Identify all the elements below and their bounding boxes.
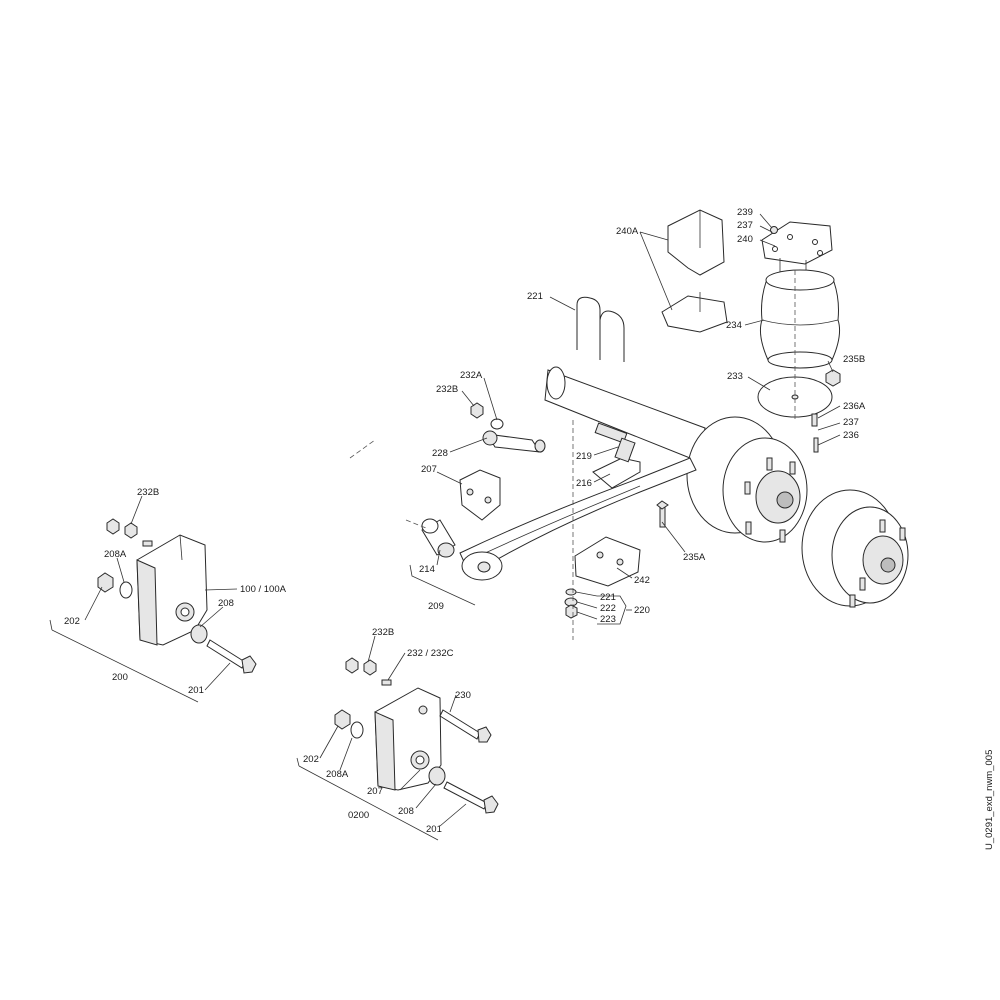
label-209: 209 — [428, 601, 444, 612]
bracket-207-center — [459, 469, 501, 521]
leaf-spring — [459, 457, 697, 581]
bracket-240a-lower — [661, 292, 728, 333]
label-236a: 236A — [843, 401, 866, 412]
label-232a: 232A — [460, 370, 483, 381]
label-234: 234 — [726, 320, 742, 331]
bolt-235a — [656, 500, 669, 528]
bolt-201-left — [190, 624, 257, 674]
label-201-center: 201 — [426, 824, 442, 835]
label-237-bottom: 237 — [843, 417, 859, 428]
callout-labels: 239 237 240 240A 221 234 235B 233 236A 2… — [64, 207, 866, 835]
label-216: 216 — [576, 478, 592, 489]
label-219: 219 — [576, 451, 592, 462]
shock-absorber-228 — [482, 430, 546, 453]
hanger-bracket-200 — [136, 534, 208, 646]
brake-disc-hub — [801, 489, 909, 608]
label-237-top: 237 — [737, 220, 753, 231]
label-233: 233 — [727, 371, 743, 382]
label-236: 236 — [843, 430, 859, 441]
label-208a-left: 208A — [104, 549, 127, 560]
brake-drum — [686, 416, 808, 543]
label-202-left: 202 — [64, 616, 80, 627]
bolt-201-center — [428, 766, 499, 814]
bushing-214 — [421, 518, 456, 558]
label-239: 239 — [737, 207, 753, 218]
nut-235b — [825, 369, 841, 387]
air-spring-bellows — [760, 269, 840, 369]
label-214: 214 — [419, 564, 435, 575]
label-232b-center: 232B — [372, 627, 394, 638]
label-230: 230 — [455, 690, 471, 701]
nuts-232b-left — [106, 518, 153, 547]
label-208-left: 208 — [218, 598, 234, 609]
label-235a: 235A — [683, 552, 706, 563]
nut-202-center — [334, 709, 364, 739]
wheel-studs-left — [744, 457, 796, 543]
drawing-code: U_0291_exd_nwm_005 — [984, 750, 995, 850]
washer-nut-220 — [564, 588, 578, 619]
bracket-216-219 — [592, 422, 641, 489]
label-201-left: 201 — [188, 685, 204, 696]
label-232b-top: 232B — [436, 384, 458, 395]
label-208a-center: 208A — [326, 769, 349, 780]
label-232b-left: 232B — [137, 487, 159, 498]
hanger-bracket-0200 — [374, 687, 442, 791]
bracket-240a-upper — [667, 209, 725, 276]
label-242: 242 — [634, 575, 650, 586]
air-spring-piston-plate — [757, 376, 833, 418]
air-spring-nut-small — [770, 226, 778, 234]
label-221-top: 221 — [527, 291, 543, 302]
label-240: 240 — [737, 234, 753, 245]
leader-lines — [49, 213, 841, 841]
nut-232b-top — [470, 402, 504, 430]
label-220: 220 — [634, 605, 650, 616]
label-202-center: 202 — [303, 754, 319, 765]
label-222: 222 — [600, 603, 616, 614]
spring-seat-242 — [574, 536, 641, 587]
label-0200: 0200 — [348, 810, 369, 821]
label-240a: 240A — [616, 226, 639, 237]
label-232-232c: 232 / 232C — [407, 648, 454, 659]
axle-beam — [544, 366, 706, 463]
nuts-232b-center — [345, 657, 392, 686]
label-100-100a: 100 / 100A — [240, 584, 287, 595]
label-235b: 235B — [843, 354, 865, 365]
air-spring-top-plate — [761, 221, 833, 272]
nut-202-left — [97, 572, 133, 599]
bolt-236a — [811, 413, 819, 453]
label-200: 200 — [112, 672, 128, 683]
label-223: 223 — [600, 614, 616, 625]
label-221-bottom: 221 — [600, 592, 616, 603]
bolt-230 — [439, 709, 492, 743]
label-208-center: 208 — [398, 806, 414, 817]
label-207-center: 207 — [421, 464, 437, 475]
label-207-bottom: 207 — [367, 786, 383, 797]
u-bolts-221 — [576, 296, 625, 362]
label-228: 228 — [432, 448, 448, 459]
